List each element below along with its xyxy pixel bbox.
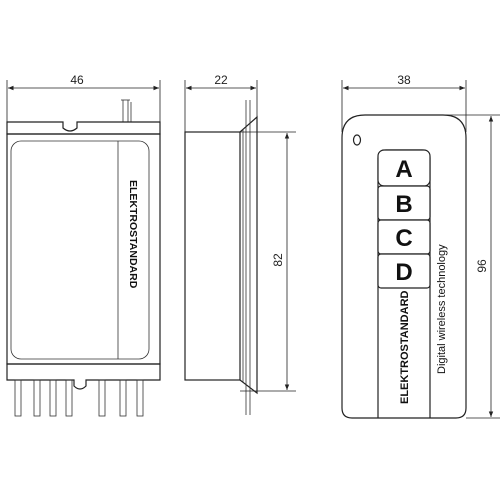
receiver-side-view: 22 82: [184, 73, 296, 415]
receiver-front-view: 46 ELEKTROSTANDARD: [6, 73, 161, 417]
receiver-depth-dimension: 22: [184, 73, 258, 132]
receiver-label-panel: [10, 140, 150, 360]
remote-body: [341, 114, 467, 419]
remote-button-d[interactable]: D: [377, 253, 431, 289]
remote-control: 38 A B C D ELEKTROSTANDARD Digital wire: [341, 73, 500, 419]
receiver-bottom-flange: [6, 363, 161, 390]
button-d-label: D: [395, 259, 412, 286]
remote-button-b[interactable]: B: [377, 185, 431, 221]
receiver-depth-label: 22: [214, 73, 228, 87]
receiver-height-label: 82: [271, 253, 285, 267]
receiver-width-label: 46: [70, 73, 84, 87]
button-a-label: A: [395, 156, 412, 183]
receiver-width-dimension: 46: [6, 73, 161, 128]
remote-width-dimension: 38: [341, 73, 467, 132]
remote-brand: ELEKTROSTANDARD: [399, 290, 411, 404]
button-c-label: C: [395, 225, 412, 252]
remote-button-a[interactable]: A: [377, 149, 431, 187]
led-indicator: [352, 134, 362, 146]
remote-height-dimension: 96: [445, 114, 500, 419]
receiver-height-dimension: 82: [240, 131, 296, 392]
remote-height-label: 96: [475, 259, 489, 273]
remote-button-c[interactable]: C: [377, 219, 431, 255]
receiver-bottom-pins: [14, 379, 144, 417]
remote-width-label: 38: [397, 73, 411, 87]
receiver-brand: ELEKTROSTANDARD: [127, 180, 139, 289]
button-b-label: B: [395, 191, 412, 218]
remote-tagline: Digital wireless technology: [436, 244, 448, 374]
receiver-side-body: [184, 131, 241, 381]
receiver-top-flange: [6, 121, 161, 135]
